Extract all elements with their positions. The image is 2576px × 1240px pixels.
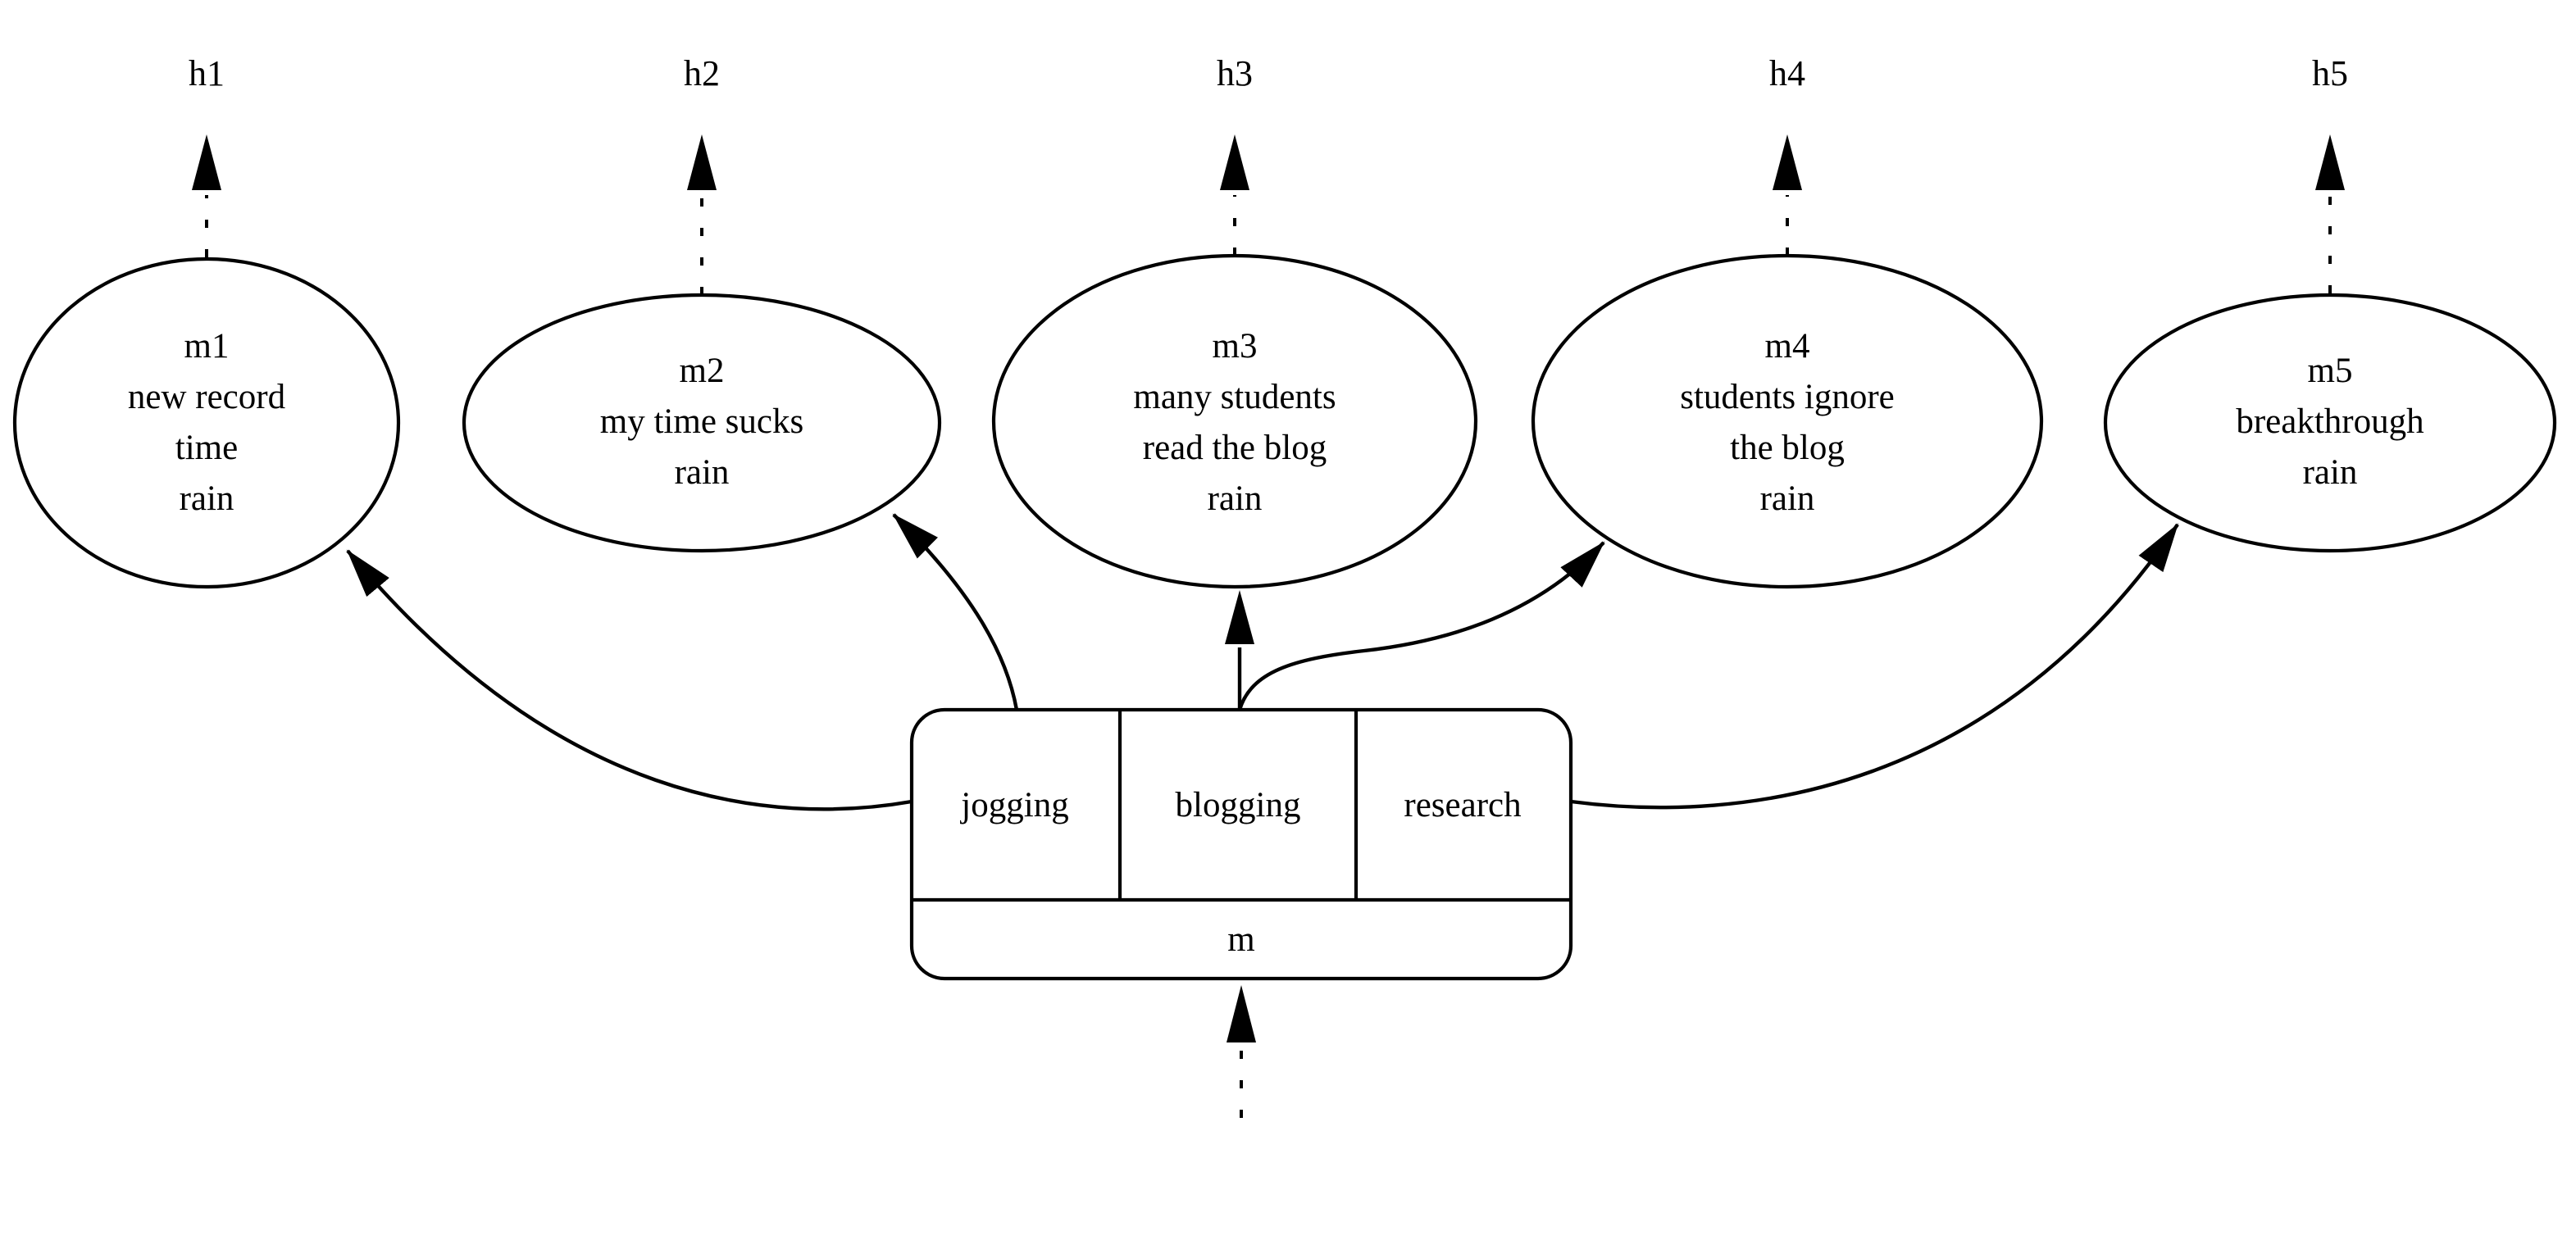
hidden-state-h3-label: h3 — [1217, 53, 1253, 93]
record-node-m: jogging blogging research m — [909, 707, 1573, 981]
arrowhead-m3-h3 — [1220, 134, 1249, 190]
record-field-research: research — [1404, 786, 1521, 824]
hidden-state-h3: h3 — [1217, 53, 1253, 256]
m2-ellipse — [462, 293, 942, 553]
m3-line: many students — [1133, 378, 1336, 416]
hidden-state-h4-label: h4 — [1769, 53, 1805, 93]
edge-m-to-m1 — [346, 549, 913, 811]
m3-ellipse — [991, 253, 1478, 589]
memory-node-m1: m1 new record time rain — [12, 257, 401, 589]
m3-line: rain — [1208, 479, 1263, 518]
m4-line: m4 — [1765, 327, 1810, 366]
hidden-state-h2: h2 — [684, 53, 720, 295]
arrowhead-m2-h2 — [687, 134, 717, 190]
m5-line: m5 — [2308, 352, 2353, 390]
m2-line: m2 — [680, 352, 725, 390]
m5-ellipse — [2103, 293, 2557, 553]
memory-node-m2: m2 my time sucks rain — [462, 293, 942, 553]
m1-line: new record — [128, 378, 285, 416]
m1-line: m1 — [184, 327, 230, 366]
arrowhead-input-m — [1227, 985, 1256, 1042]
arrowhead-m4-h4 — [1773, 134, 1802, 190]
m3-line: m3 — [1213, 327, 1258, 366]
arrowhead-m1-h1 — [192, 134, 221, 190]
hidden-state-h1-label: h1 — [189, 53, 225, 93]
input-edge-to-m — [1227, 985, 1256, 1139]
m5-line: rain — [2303, 453, 2358, 492]
edge-m-to-m5 — [1570, 523, 2179, 810]
m4-line: rain — [1760, 479, 1815, 518]
memory-node-m4: m4 students ignore the blog rain — [1531, 253, 2044, 589]
hidden-state-h5-label: h5 — [2312, 53, 2348, 93]
m1-ellipse — [12, 257, 401, 589]
memory-node-m5: m5 breakthrough rain — [2103, 293, 2557, 553]
m4-ellipse — [1531, 253, 2044, 589]
arrowhead-blogging-m3 — [1225, 590, 1254, 644]
memory-node-m3: m3 many students read the blog rain — [991, 253, 1478, 589]
record-field-blogging: blogging — [1176, 786, 1301, 824]
m1-line: rain — [180, 479, 234, 518]
m3-line: read the blog — [1143, 429, 1327, 467]
edge-jogging-to-m2 — [892, 513, 1019, 711]
record-field-jogging: jogging — [959, 786, 1068, 824]
m2-line: rain — [675, 453, 730, 492]
m5-line: breakthrough — [2236, 402, 2424, 441]
hidden-state-h1: h1 — [189, 53, 225, 257]
m1-line: time — [175, 429, 238, 467]
record-label-m: m — [1227, 920, 1254, 959]
m2-line: my time sucks — [600, 402, 803, 441]
edge-blogging-to-m4 — [1237, 541, 1605, 711]
m4-line: the blog — [1730, 429, 1845, 467]
hidden-state-h5: h5 — [2312, 53, 2348, 293]
hidden-state-h2-label: h2 — [684, 53, 720, 93]
m4-line: students ignore — [1680, 378, 1895, 416]
arrowhead-m5-h5 — [2315, 134, 2345, 190]
record-node-border — [909, 707, 1573, 981]
hidden-state-h4: h4 — [1769, 53, 1805, 256]
